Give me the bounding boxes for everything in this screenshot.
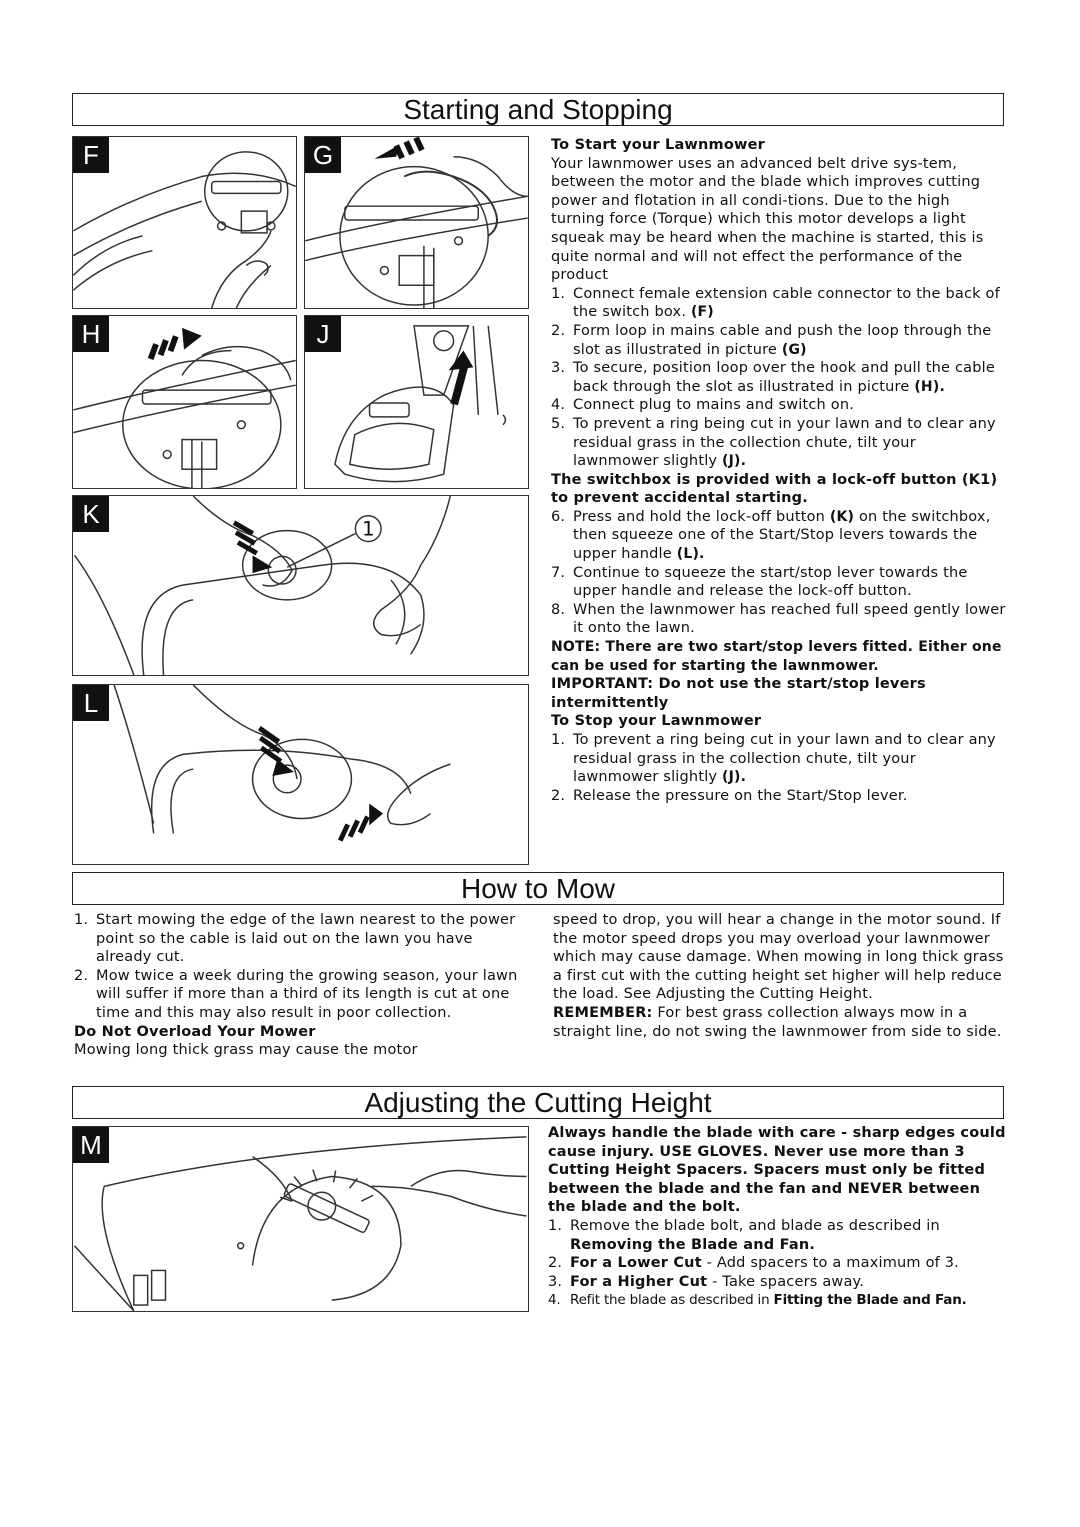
figure-f: F: [72, 136, 297, 309]
figure-g: G: [304, 136, 529, 309]
list-item: 3.For a Higher Cut - Take spacers away.: [548, 1273, 865, 1290]
figure-k-illustration: 1: [73, 496, 452, 675]
start-intro: Your lawnmower uses an advanced belt dri…: [551, 155, 984, 284]
remember-text: REMEMBER: For best grass collection alwa…: [553, 1004, 1002, 1040]
figure-label: F: [73, 137, 109, 173]
list-item: 2.Form loop in mains cable and push the …: [551, 322, 992, 358]
figure-l: L: [72, 684, 529, 865]
howto-right-column: speed to drop, you will hear a change in…: [553, 911, 1005, 1041]
figure-label: J: [305, 316, 341, 352]
list-item: 5.To prevent a ring being cut in your la…: [551, 415, 996, 470]
figure-label: H: [73, 316, 109, 352]
list-item: 7.Continue to squeeze the start/stop lev…: [551, 564, 968, 600]
section-title: Adjusting the Cutting Height: [364, 1087, 712, 1118]
list-item: 4.Refit the blade as described in Fittin…: [548, 1292, 967, 1309]
list-item: 8.When the lawnmower has reached full sp…: [551, 601, 1006, 637]
howto-left-column: 1.Start mowing the edge of the lawn near…: [74, 911, 524, 1060]
list-item: 2.For a Lower Cut - Add spacers to a max…: [548, 1255, 959, 1272]
section-title: How to Mow: [460, 873, 616, 904]
list-item: 1.To prevent a ring being cut in your la…: [551, 732, 996, 786]
starting-instructions: To Start your Lawnmower Your lawnmower u…: [551, 136, 1006, 805]
stop-heading: To Stop your Lawnmower: [551, 713, 762, 730]
adjusting-instructions: Always handle the blade with care - shar…: [548, 1124, 1006, 1310]
switchbox-note: The switchbox is provided with a lock-of…: [551, 471, 998, 507]
start-heading: To Start your Lawnmower: [551, 137, 765, 153]
figure-h: H: [72, 315, 297, 489]
figure-m: M: [72, 1126, 529, 1312]
blade-warning: Always handle the blade with care - shar…: [548, 1125, 1006, 1216]
figure-m-illustration: [73, 1136, 527, 1311]
figure-label: L: [73, 685, 109, 721]
list-item: 2.Release the pressure on the Start/Stop…: [551, 787, 908, 804]
figure-label: M: [73, 1127, 109, 1163]
list-item: 1.Remove the blade bolt, and blade as de…: [548, 1217, 940, 1253]
figure-j-illustration: [334, 325, 507, 483]
figure-k: K 1: [72, 495, 529, 676]
list-item: 2.Mow twice a week during the growing se…: [74, 967, 518, 1021]
figure-j: J: [304, 315, 529, 489]
figure-label: G: [305, 137, 341, 173]
list-item: 6.Press and hold the lock-off button (K)…: [551, 508, 991, 563]
overload-text-b: speed to drop, you will hear a change in…: [553, 912, 1004, 1003]
figure-f-illustration: [73, 151, 296, 308]
overload-heading: Do Not Overload Your Mower: [74, 1023, 316, 1040]
figure-l-illustration: [113, 685, 451, 842]
callout-1: 1: [362, 518, 375, 541]
figure-g-illustration: [305, 137, 528, 308]
section-title: Starting and Stopping: [403, 94, 673, 125]
list-item: 3.To secure, position loop over the hook…: [551, 360, 995, 395]
list-item: 1.Start mowing the edge of the lawn near…: [74, 912, 516, 966]
callout-circle: [354, 515, 382, 543]
section-header-adjusting: Adjusting the Cutting Height: [72, 1086, 1004, 1119]
note-text: NOTE: There are two start/stop levers fi…: [551, 639, 1002, 674]
list-item: 4.Connect plug to mains and switch on.: [551, 397, 855, 414]
section-header-starting: Starting and Stopping: [72, 93, 1004, 126]
section-header-howto: How to Mow: [72, 872, 1004, 905]
figure-h-illustration: [73, 327, 296, 488]
important-text: IMPORTANT: Do not use the start/stop lev…: [551, 676, 926, 711]
list-item: 1.Connect female extension cable connect…: [551, 285, 1000, 321]
overload-text-a: Mowing long thick grass may cause the mo…: [74, 1042, 418, 1059]
figure-label: K: [73, 496, 109, 532]
